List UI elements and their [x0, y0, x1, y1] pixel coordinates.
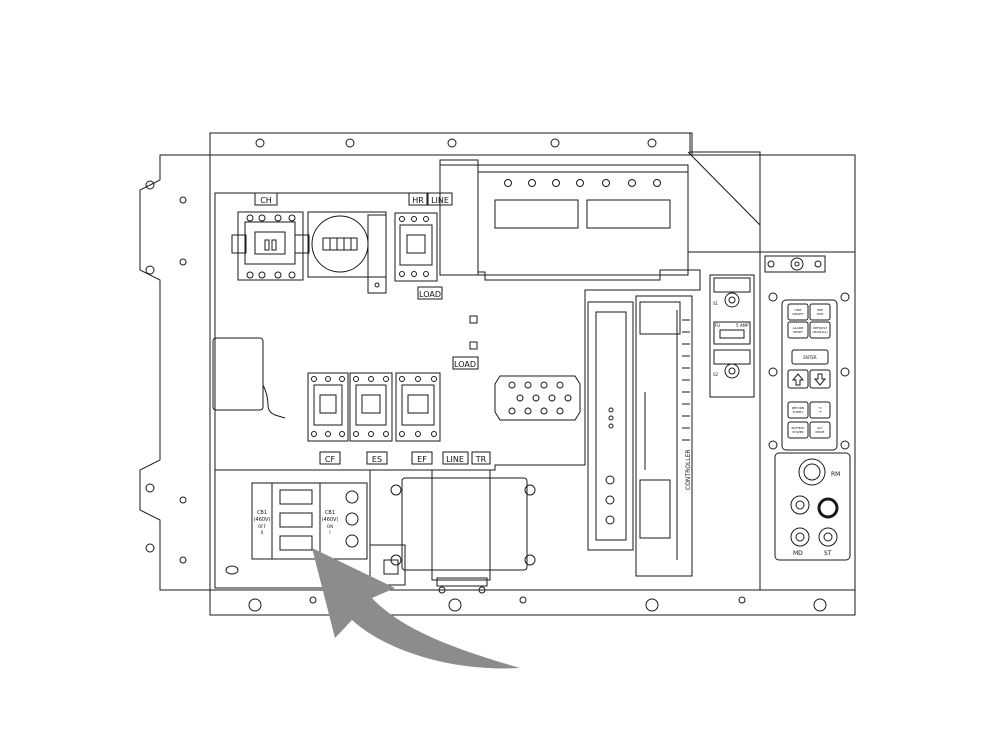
breaker-left-name: CB1 — [257, 510, 267, 516]
hour-meter — [307, 211, 387, 294]
switch-fuse-strip — [709, 274, 755, 398]
breaker-right-name: CB1 — [325, 510, 335, 516]
keypad-key[interactable] — [787, 303, 809, 321]
label-s2: S2 — [713, 372, 719, 377]
keypad-key-label: DEFROST — [813, 326, 827, 330]
keypad-key-label: TRIP — [816, 312, 824, 316]
enclosure-frame — [139, 132, 856, 616]
contactor-es — [349, 372, 393, 442]
top-mounting-holes — [255, 138, 657, 148]
top-bracket — [477, 151, 761, 276]
contactor-ch — [231, 211, 310, 281]
door-panel — [764, 255, 850, 451]
label-boxes — [254, 192, 491, 465]
label-line-top: LINE — [431, 196, 449, 205]
keypad-key-down[interactable] — [809, 369, 831, 389]
start-stop-panel — [774, 452, 851, 561]
keypad-key-label: SUPPLY — [793, 410, 804, 414]
bottom-mounting-holes — [248, 596, 827, 612]
label-cf: CF — [325, 455, 336, 464]
breaker-right-state: ON — [327, 524, 333, 529]
label-controller: CONTROLLER — [685, 449, 692, 490]
keypad-key[interactable] — [809, 401, 831, 419]
label-es: ES — [372, 455, 382, 464]
mounting-plate — [212, 159, 701, 471]
keypad-key-label: UNIT — [794, 308, 801, 312]
left-flange-holes — [145, 180, 187, 564]
keypad-key-label: RETURN — [792, 406, 804, 410]
label-rm: RM — [831, 471, 840, 478]
keypad-key-label: °F — [818, 410, 822, 414]
transformer — [390, 469, 536, 594]
contactor-cf — [307, 372, 349, 442]
label-hr: HR — [412, 196, 424, 205]
keypad-key-enter[interactable] — [791, 349, 829, 365]
keypad-key-label: BATTERY — [791, 426, 804, 430]
breaker-panel — [214, 469, 406, 589]
keypad-key[interactable] — [809, 303, 831, 321]
keypad-key-label: ALARM — [793, 326, 804, 330]
keypad-key-up[interactable] — [787, 369, 809, 389]
controller-module — [587, 295, 693, 577]
label-tr: TR — [475, 455, 487, 464]
keypad-key-label: ENTER — [803, 355, 816, 360]
label-load-mid: LOAD — [454, 360, 476, 369]
keypad-key-label: ALT. — [817, 426, 823, 430]
contactor-ef — [395, 372, 441, 442]
keypad-key-label: ON/OFF — [792, 312, 804, 316]
label-load-top: LOAD — [419, 290, 441, 299]
keypad-key-label: MODE — [815, 430, 824, 434]
keypad-key-label: (MANUAL) — [812, 330, 827, 334]
label-line-bottom: LINE — [446, 455, 464, 464]
label-fu: FU — [715, 323, 720, 328]
arrow-down-icon — [813, 373, 827, 386]
arrow-up-icon — [791, 373, 805, 386]
contactor-load-top — [394, 212, 438, 282]
label-md: MD — [793, 550, 803, 557]
breaker-left-pos: 0 — [261, 530, 264, 535]
label-s1: S1 — [713, 301, 719, 306]
label-ef: EF — [417, 455, 427, 464]
keypad-key-label: PRE — [817, 308, 823, 312]
keypad-key[interactable] — [809, 321, 831, 339]
keypad-key-label: °C — [818, 406, 822, 410]
keypad-key[interactable] — [787, 401, 809, 419]
controller-pins — [682, 319, 690, 441]
breaker-left-state: OFF — [258, 524, 266, 529]
label-st: ST — [824, 550, 832, 557]
keypad-key[interactable] — [787, 421, 809, 439]
pointer-arrow — [312, 548, 520, 669]
keypad-key-label: RESET — [793, 330, 803, 334]
breaker-right-pos: I — [329, 530, 330, 535]
terminal-block — [494, 375, 581, 421]
label-fuse-amp: 5 AMP — [736, 323, 749, 328]
keypad-key[interactable] — [787, 321, 809, 339]
keypad-key[interactable] — [809, 421, 831, 439]
keypad-key-label: POWER — [792, 430, 803, 434]
breaker-left-volt: (460V) — [254, 517, 271, 523]
breaker-right-volt: (460V) — [322, 517, 339, 523]
label-ch: CH — [260, 196, 272, 205]
